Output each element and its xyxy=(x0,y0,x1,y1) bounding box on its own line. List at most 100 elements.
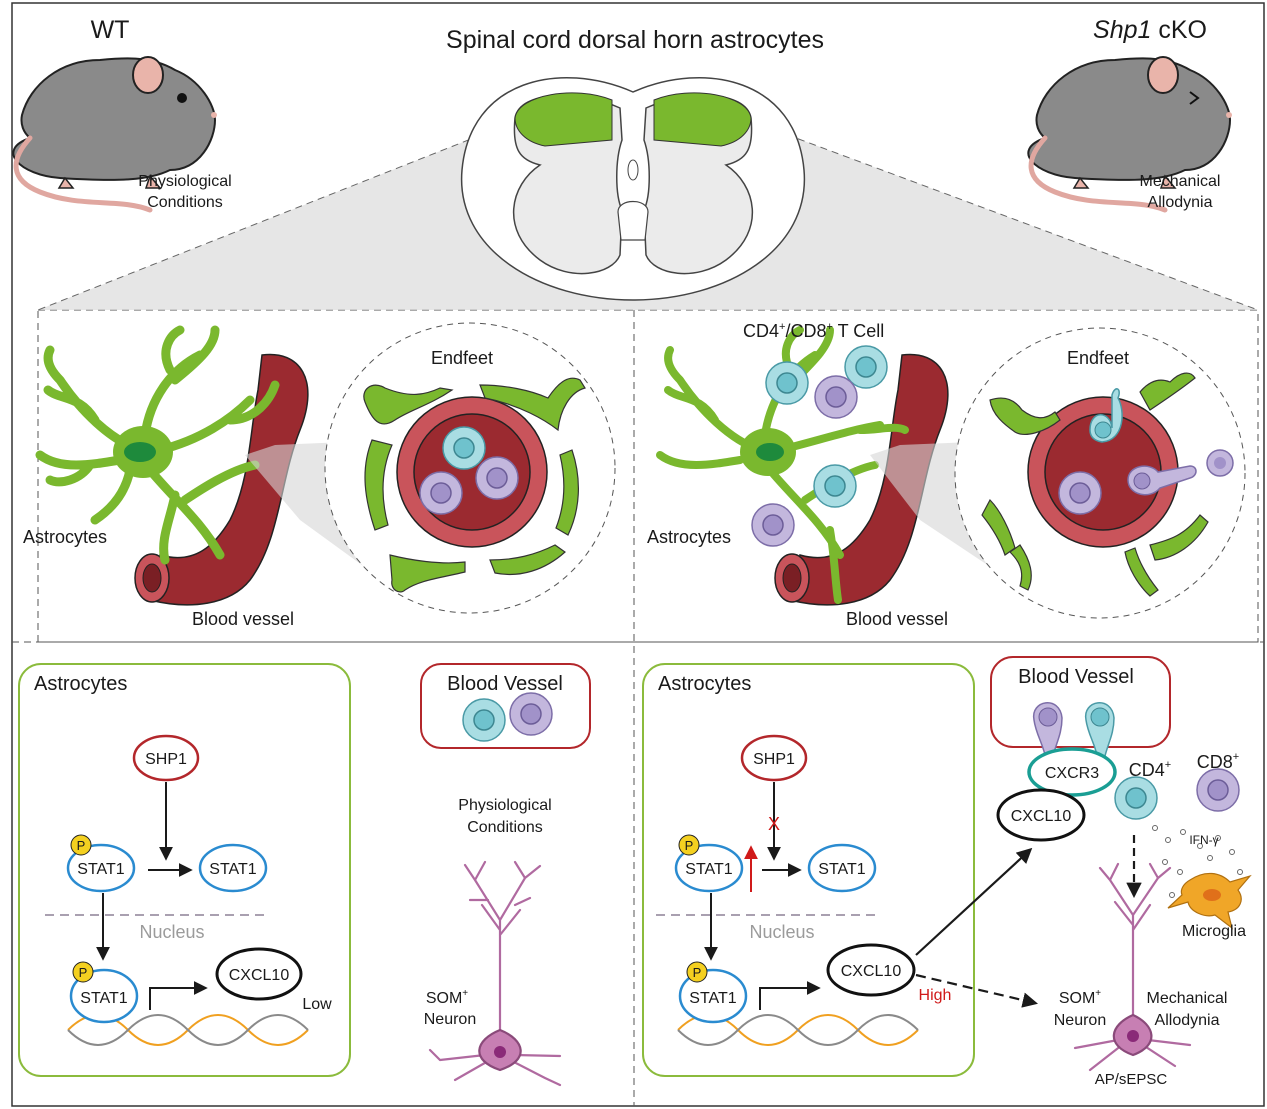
wt-astrocytes-label: Astrocytes xyxy=(23,527,107,547)
ko-blood-vessel xyxy=(774,353,949,606)
ko-tcell-3 xyxy=(814,375,858,419)
ko-ap-label: AP/sEPSC xyxy=(1095,1071,1168,1088)
ko-cd4-label: CD4+ xyxy=(1129,759,1171,780)
ko-condition-line1: Mechanical xyxy=(1140,173,1221,190)
figure-title: Spinal cord dorsal horn astrocytes xyxy=(446,26,824,54)
wt-condition-line1: Physiological xyxy=(138,173,231,190)
ko-astrocyte-box xyxy=(642,663,975,1077)
ko-p-badge-1 xyxy=(678,834,700,856)
ko-p-label-1: P xyxy=(685,838,694,853)
wt-condition-line2: Conditions xyxy=(147,194,223,211)
wt-dna-stat1-label: STAT1 xyxy=(80,990,128,1007)
ko-neuron-label-2: Neuron xyxy=(1054,1012,1106,1029)
ko-tcell-4 xyxy=(813,464,857,508)
ko-cxcl10-label: CXCL10 xyxy=(841,963,902,980)
ko-endfeet-label: Endfeet xyxy=(1067,348,1129,368)
wt-cxcl10-label: CXCL10 xyxy=(229,967,290,984)
wt-blood-vessel xyxy=(134,353,309,606)
ko-neuron-label-1: SOM+ xyxy=(1059,988,1101,1007)
ko-inhibit-mark: X xyxy=(768,814,780,834)
wt-stat1-node xyxy=(198,843,268,893)
wt-cxcl10-node xyxy=(215,947,303,1001)
ko-condition-line2: Allodynia xyxy=(1148,194,1213,211)
wt-level-label: Low xyxy=(302,996,332,1013)
ko-endfeet-inset xyxy=(954,327,1246,619)
ko-astrocytes-label: Astrocytes xyxy=(647,527,731,547)
ko-vessel-label: Blood vessel xyxy=(846,609,948,629)
wt-neuron-label-1: SOM+ xyxy=(426,988,468,1007)
ko-cxcl10-ligand-label: CXCL10 xyxy=(1011,808,1072,825)
ko-blood-vessel-title: Blood Vessel xyxy=(1018,666,1134,688)
ko-suffix: cKO xyxy=(1151,16,1207,44)
wt-pstat1-label: STAT1 xyxy=(77,861,125,878)
ko-cd8-cell xyxy=(1196,768,1240,812)
ko-pstat1-node xyxy=(674,843,744,893)
wt-endfeet-label: Endfeet xyxy=(431,348,493,368)
ko-shp1-node xyxy=(740,734,808,782)
outer-frame xyxy=(11,2,1265,1107)
ko-dna-stat1-node xyxy=(678,968,748,1024)
ko-level-label: High xyxy=(919,987,952,1004)
ko-outcome-line2: Allodynia xyxy=(1155,1012,1220,1029)
ko-stat1-label: STAT1 xyxy=(818,861,866,878)
wt-endfeet-inset xyxy=(324,322,616,614)
ko-stat1-node xyxy=(807,843,877,893)
wt-condition-line1-bottom: Physiological xyxy=(458,797,551,814)
wt-p-badge-1 xyxy=(70,834,92,856)
ko-cxcr3-node xyxy=(1027,747,1117,797)
wt-bv-tcell-1 xyxy=(462,698,506,742)
ko-p-label-2: P xyxy=(693,965,702,980)
wt-label: WT xyxy=(91,16,130,44)
wt-shp1-node xyxy=(132,734,200,782)
tcell-label: CD4+/CD8+ T Cell xyxy=(743,321,884,341)
wt-condition-line2-bottom: Conditions xyxy=(467,819,543,836)
wt-astro-title: Astrocytes xyxy=(34,673,127,695)
wt-som-neuron xyxy=(428,860,562,1087)
ko-shp1-label: SHP1 xyxy=(753,751,795,768)
ko-label: Shp1 cKO xyxy=(1093,16,1207,44)
zoom-line-left xyxy=(37,121,515,311)
wt-nucleus-label: Nucleus xyxy=(139,922,204,942)
wt-pstat1-node xyxy=(66,843,136,893)
ko-tcell-5 xyxy=(751,503,795,547)
ko-ifn-label: IFN-γ xyxy=(1189,833,1218,847)
ko-astro-title: Astrocytes xyxy=(658,673,751,695)
ko-transcription-arrow xyxy=(759,981,821,1010)
ko-cxcl10-ligand-node xyxy=(996,788,1086,842)
ko-p-badge-2 xyxy=(686,961,708,983)
wt-stat1-label: STAT1 xyxy=(209,861,257,878)
ko-nucleus-label: Nucleus xyxy=(749,922,814,942)
wt-blood-vessel-title: Blood Vessel xyxy=(447,673,563,695)
wt-shp1-label: SHP1 xyxy=(145,751,187,768)
ko-cd4-cell xyxy=(1114,776,1158,820)
ko-pstat1-label: STAT1 xyxy=(685,861,733,878)
ko-cxcr3-label: CXCR3 xyxy=(1045,765,1099,782)
wt-p-badge-2 xyxy=(72,961,94,983)
wt-p-label-2: P xyxy=(79,965,88,980)
wt-p-label-1: P xyxy=(77,838,86,853)
ko-cxcl10-secretion-arrow xyxy=(915,847,1033,956)
ko-neuron-dashed-arrow xyxy=(915,973,1038,1008)
wt-astrocyte-box xyxy=(18,663,351,1077)
zoom-line-right xyxy=(752,121,1259,311)
ko-cd8-label: CD8+ xyxy=(1197,751,1239,772)
wt-mouse-icon xyxy=(12,56,217,213)
ko-microglia-label: Microglia xyxy=(1182,923,1246,940)
ko-outcome-line1: Mechanical xyxy=(1147,990,1228,1007)
wt-astrocyte-nucleus xyxy=(124,442,156,462)
ko-astrocyte-nucleus xyxy=(756,443,784,461)
wt-dna-stat1-node xyxy=(69,968,139,1024)
wt-vessel-label: Blood vessel xyxy=(192,609,294,629)
wt-neuron-label-2: Neuron xyxy=(424,1011,476,1028)
ko-dna-stat1-label: STAT1 xyxy=(689,990,737,1007)
ko-microglia-icon xyxy=(1167,872,1252,930)
wt-transcription-arrow xyxy=(149,981,208,1010)
ko-som-neuron xyxy=(1073,862,1192,1072)
ko-tcell-1 xyxy=(765,361,809,405)
ko-extravasating-tcells xyxy=(1033,702,1115,761)
ko-gene: Shp1 xyxy=(1093,16,1151,44)
spinal-cord-section xyxy=(460,76,806,301)
ko-cxcl10-node xyxy=(826,943,916,997)
